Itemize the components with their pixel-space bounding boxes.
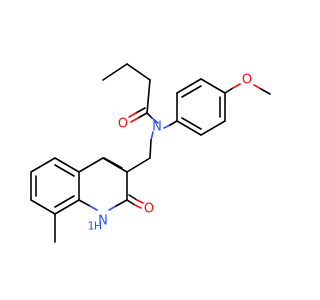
ring-nitrogen-h-label: H [94,220,102,233]
bond-phenyl-o-a [224,87,234,94]
bond-q-benzo-inner-3 [54,195,75,208]
bond-o-ch3-b [260,88,271,95]
bond-propyl-ch3-ch2 [102,63,128,81]
bond-q-c2-o-2a [128,194,138,201]
methoxy-oxygen-label: O [242,73,252,88]
bond-phenyl-c6-c1 [176,120,202,136]
bond-q-benzo-inner-1 [54,164,75,177]
bond-phenyl-inner-3 [181,117,202,130]
bond-phenyl-c5-c6 [200,120,226,136]
bond-carbonyl-o-2a [135,107,146,114]
bond-q-c8-c8a [54,199,80,215]
bond-q-c7-c8 [30,199,56,215]
bond-n-ch2-a [150,131,154,141]
ring-oxygen-label: O [144,202,154,217]
bond-propyl-ch2-ch2 [126,63,151,81]
bond-n-phenyl-a [163,124,171,129]
bond-n-phenyl-b [169,120,178,126]
bond-q-c8a-n1-b [89,205,98,211]
ring-nitrogen-label: N [98,214,108,229]
bond-phenyl-c3-c4 [200,78,226,94]
bond-carbonyl-o-2b [128,112,137,118]
bond-q-n1-c2-a [108,205,117,211]
bond-carbonyl-o-1a [137,112,148,119]
bond-q-c4a-c5 [54,157,80,173]
bond-carbonyl-o-1b [130,117,139,123]
bond-n-ch2-b [149,139,152,159]
bond-ch2-quinoline [126,157,151,173]
ring-nitrogen-h1-label: 1 [88,220,95,233]
bond-phenyl-c2-c3 [176,78,202,94]
bond-propyl-ch2-carbonyl [146,79,151,114]
amide-oxygen-label: O [118,117,128,132]
bond-q-c2-o-1a [126,199,136,206]
bond-carbonyl-n-a [146,112,153,119]
bond-q-n1-c2-b [115,199,128,207]
amide-nitrogen-label: N [152,120,162,135]
bond-q-c2-o-1b [134,204,142,209]
bond-q-c2-o-2b [136,199,144,204]
bond-carbonyl-n-b [151,117,159,124]
bond-phenyl-inner-1 [181,85,202,98]
bond-o-ch3-a [253,84,262,90]
bond-q-c8a-n1-a [78,199,91,207]
bond-q-c5-c6 [30,157,56,173]
molecule-structure-diagram: O N O O N H 1 [30,63,271,243]
bond-q-c4-inner [103,157,123,169]
bond-q-c4-c4a [78,157,104,173]
bond-phenyl-o-b [232,83,241,89]
